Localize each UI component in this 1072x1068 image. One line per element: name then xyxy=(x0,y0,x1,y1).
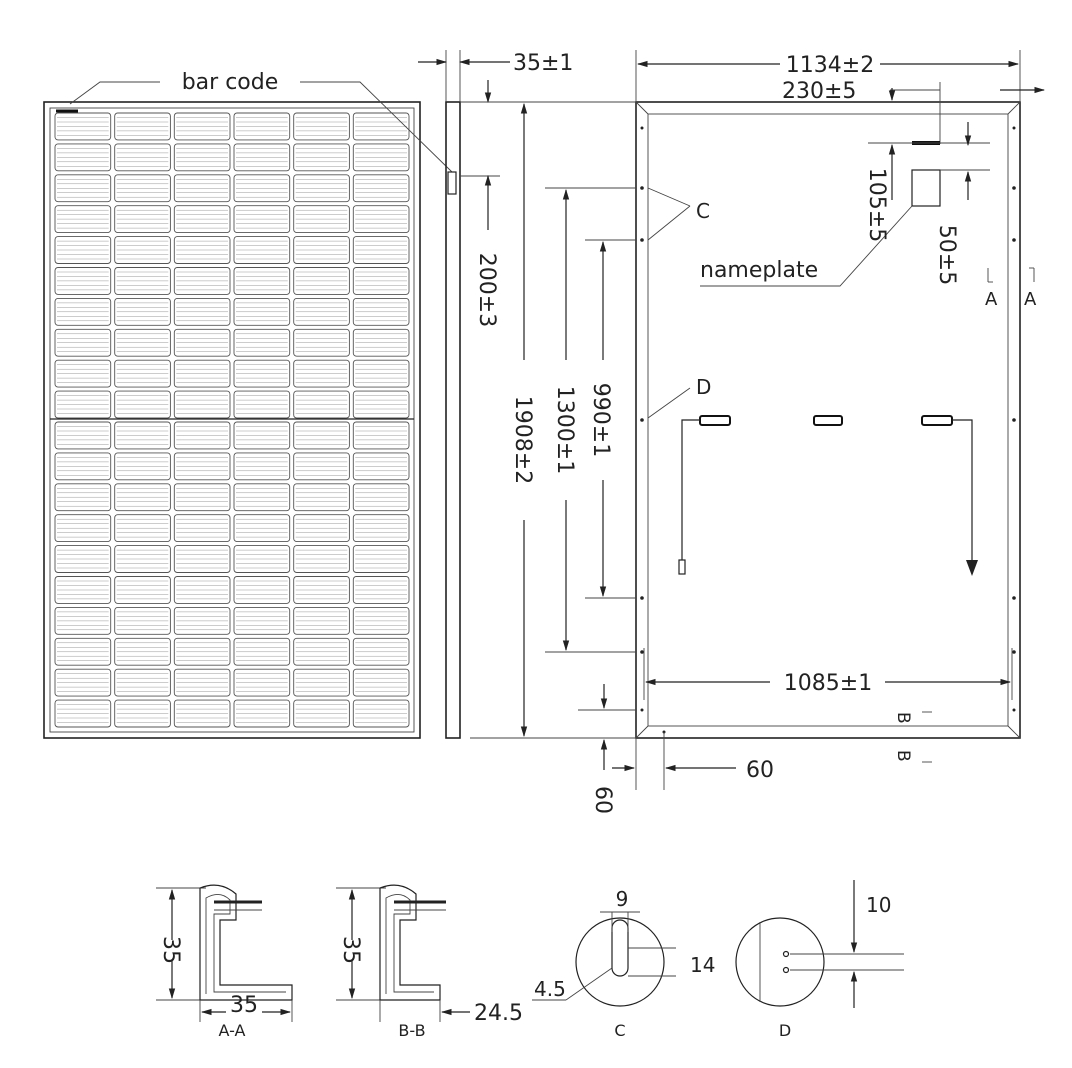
c-radius-label: 4.5 xyxy=(534,977,566,1001)
vertical-dimensions: 1908±2 1300±1 990±1 60 60 xyxy=(470,101,774,814)
section-b-marker-bottom: B xyxy=(893,750,913,762)
c-detail-circle xyxy=(575,917,665,1007)
side-thickness-label: 35±1 xyxy=(513,51,573,76)
bb-profile-inner xyxy=(385,894,434,994)
side-bar-code-box xyxy=(447,171,457,195)
front-view: bar code xyxy=(43,70,453,739)
corner-tr xyxy=(1007,101,1021,115)
detail-c: 9 14 4.5 C xyxy=(532,887,715,1040)
c-caption: C xyxy=(614,1021,625,1040)
d-label: D xyxy=(696,375,711,399)
c-leader-top xyxy=(647,187,691,207)
c-radius-leader xyxy=(565,967,613,1001)
bb-profile xyxy=(379,884,441,1001)
aa-height-label: 35 xyxy=(158,936,183,964)
c-label: C xyxy=(696,199,710,223)
aa-profile-inner xyxy=(205,894,286,994)
bb-caption: B-B xyxy=(398,1021,425,1040)
corner-br xyxy=(1007,725,1021,739)
aa-profile xyxy=(199,884,293,1001)
nameplate-label: nameplate xyxy=(700,258,818,283)
height-label: 1908±2 xyxy=(510,396,535,484)
d-hole-top xyxy=(782,950,790,958)
mount-outer-label: 1300±1 xyxy=(552,386,577,474)
c-slot-length-label: 14 xyxy=(690,953,715,977)
section-a-marker-right: A xyxy=(1024,289,1037,310)
side-view: 35±1 200±3 xyxy=(418,50,573,739)
d-leader xyxy=(647,387,691,419)
nameplate-v-label: 105±5 xyxy=(864,168,889,242)
front-frame-outer xyxy=(43,101,421,739)
bb-height-label: 35 xyxy=(338,936,363,964)
d-hole-bottom xyxy=(782,966,790,974)
nameplate-leader xyxy=(700,205,913,287)
c-slot-width-label: 9 xyxy=(616,887,629,911)
side-frame xyxy=(445,101,461,739)
aa-width-label: 35 xyxy=(230,993,258,1018)
d-caption: D xyxy=(779,1021,791,1040)
span-label: 1085±1 xyxy=(784,671,872,696)
c-slot xyxy=(611,919,629,977)
corner-tl xyxy=(635,101,649,115)
d-hole-label: 10 xyxy=(866,893,891,917)
nameplate-box xyxy=(911,169,941,207)
detail-d: 10 D xyxy=(735,880,904,1040)
c-leader-bottom xyxy=(647,205,691,241)
front-frame-inner xyxy=(49,107,415,733)
bb-width-label: 24.5 xyxy=(474,1001,523,1026)
back-frame-outer xyxy=(635,101,1021,739)
nameplate-h-label: 50±5 xyxy=(934,225,959,285)
barcode-offset-label: 200±3 xyxy=(474,253,499,327)
section-bb: 35 24.5 B-B xyxy=(336,884,523,1040)
junction-boxes xyxy=(678,415,978,576)
bar-code-label: bar code xyxy=(182,70,279,95)
width-label: 1134±2 xyxy=(786,53,874,78)
section-b-marker-top: B xyxy=(893,712,913,724)
d-detail-circle xyxy=(735,917,825,1007)
bar-code-leader-left xyxy=(69,81,160,105)
nameplate-offset-label: 230±5 xyxy=(782,79,856,104)
corner-v-label: 60 xyxy=(590,786,615,814)
back-frame-inner xyxy=(647,113,1009,727)
section-aa: 35 35 A-A xyxy=(156,884,293,1040)
bar-code-leader-right xyxy=(300,81,453,173)
cell-grid xyxy=(54,112,410,728)
mount-inner-label: 990±1 xyxy=(588,383,613,457)
aa-caption: A-A xyxy=(219,1021,246,1040)
section-a-marker-left: A xyxy=(985,289,998,310)
corner-h-label: 60 xyxy=(746,758,774,783)
back-view: 1134±2 230±5 nameplate 105±5 50±5 A A xyxy=(635,50,1046,763)
corner-bl xyxy=(635,725,649,739)
frame-holes xyxy=(640,126,1016,734)
